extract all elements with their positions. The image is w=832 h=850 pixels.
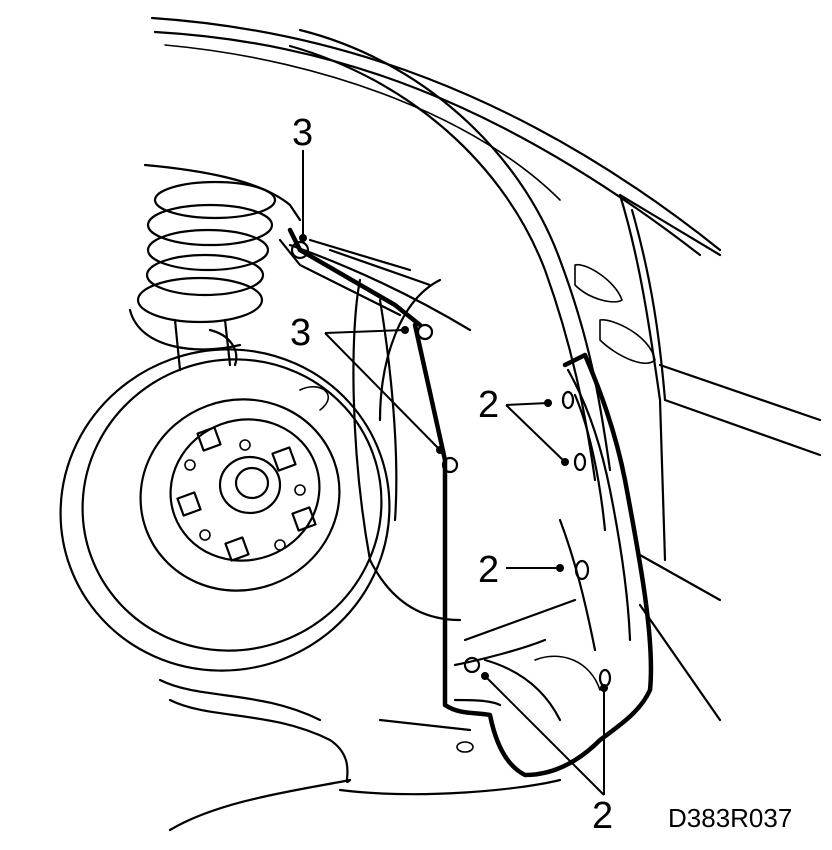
callout-leaders — [299, 150, 608, 796]
callout-2-upper: 2 — [478, 384, 499, 426]
clip-icon — [290, 240, 481, 674]
callout-2-bottom: 2 — [592, 795, 613, 837]
callout-3-top: 3 — [292, 112, 313, 154]
figure-reference: D383R037 — [668, 803, 792, 833]
callout-3-mid: 3 — [290, 312, 311, 354]
screw-icon — [561, 390, 612, 688]
mudflap — [412, 322, 654, 778]
wheel-housing — [288, 238, 472, 562]
wheel-arch-edge — [278, 227, 423, 328]
coil-spring — [128, 163, 302, 372]
brake-disc — [59, 348, 391, 672]
fender-panel — [150, 16, 822, 722]
lower-arm — [158, 558, 562, 832]
callout-2-middle: 2 — [478, 549, 499, 591]
